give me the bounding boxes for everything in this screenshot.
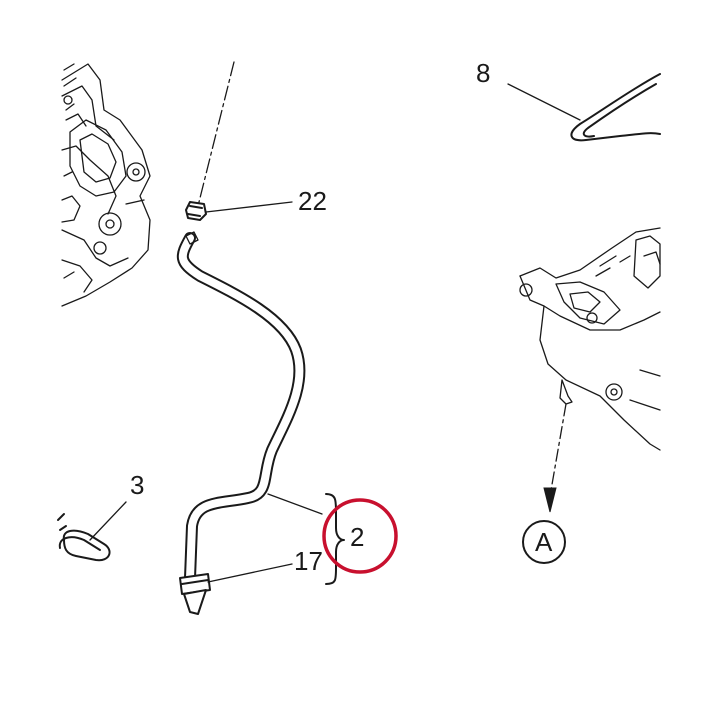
callout-view-a: A (535, 527, 553, 557)
engine-block-fragment (61, 63, 151, 307)
callout-17: 17 (294, 546, 323, 576)
seal-3 (57, 513, 111, 562)
leader-22 (205, 201, 293, 213)
highlight-circle (322, 498, 398, 574)
callout-8: 8 (476, 58, 490, 88)
leader-3 (89, 501, 127, 541)
callout-3: 3 (130, 470, 144, 500)
housing-fragment (519, 227, 661, 451)
view-a-arrow (522, 403, 567, 564)
leader-8 (507, 83, 581, 121)
brace-2 (325, 493, 345, 585)
dipstick-tube (176, 231, 306, 584)
gasket-8 (570, 73, 661, 142)
dipstick-axis-line (196, 61, 235, 211)
leader-lines (89, 83, 581, 583)
grommet-17 (179, 573, 211, 615)
callout-2: 2 (350, 522, 364, 552)
leader-17 (207, 563, 293, 583)
leader-2 (267, 493, 323, 515)
callout-22: 22 (298, 186, 327, 216)
clip-22 (185, 201, 207, 221)
